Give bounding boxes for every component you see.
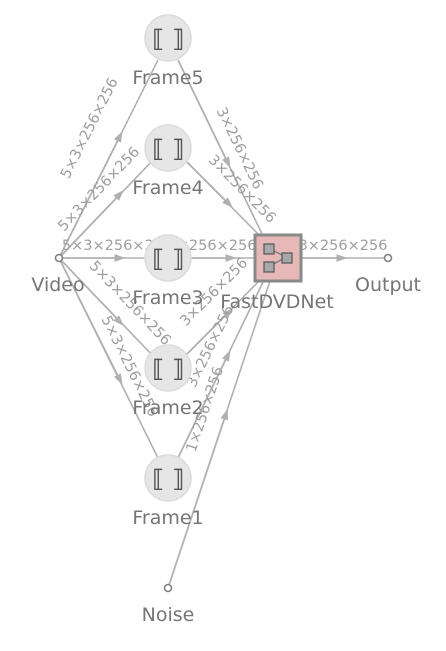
output-port[interactable]: Output [355,253,421,297]
frame5-node[interactable]: ⟦ ⟧ Frame5 [132,14,204,89]
frame-part-icon: ⟦ ⟧ [152,25,184,53]
edge-video-frame5 [58,59,159,259]
edge-label-video-frame3: 5×3×256×256 [62,238,172,254]
frame2-label: Frame2 [132,397,203,419]
frame4-label: Frame4 [132,177,203,199]
output-label: Output [355,274,421,296]
frame1-node[interactable]: ⟦ ⟧ Frame1 [132,454,204,529]
frame3-node[interactable]: ⟦ ⟧ Frame3 [132,234,204,309]
frame2-circle [144,344,192,392]
video-label: Video [31,274,84,296]
network-graph-icon [263,243,293,273]
noise-port[interactable]: Noise [142,583,195,627]
edge-video-frame4 [58,157,156,259]
noise-port-dot [163,583,173,593]
frame-part-icon: ⟦ ⟧ [152,245,184,273]
edge-video-frame1 [58,257,159,459]
frame4-circle [144,124,192,172]
frame3-label: Frame3 [132,287,203,309]
fastdvdnet-box [253,233,303,283]
frame-part-icon: ⟦ ⟧ [152,355,184,383]
noise-label: Noise [142,604,195,626]
edge-frame5-net [177,59,265,239]
video-port-dot [54,253,64,263]
edge-noise-net [167,280,271,589]
edge-video-frame2 [58,257,156,359]
frame3-circle [144,234,192,282]
fastdvdnet-label: FastDVDNet [220,291,333,313]
frame2-node[interactable]: ⟦ ⟧ Frame2 [132,344,204,419]
frame-part-icon: ⟦ ⟧ [152,465,184,493]
frame5-circle [144,14,192,62]
frame1-circle [144,454,192,502]
frame-part-icon: ⟦ ⟧ [152,135,184,163]
edge-frame4-net [182,157,263,239]
edge-frame1-net [177,279,265,459]
video-port[interactable]: Video [31,253,85,297]
edge-frame2-net [182,277,263,359]
frame1-label: Frame1 [132,507,203,529]
frame4-node[interactable]: ⟦ ⟧ Frame4 [132,124,204,199]
edge-label-net-output: 3×256×256 [299,238,388,254]
output-port-dot [383,253,393,263]
frame5-label: Frame5 [132,67,203,89]
fastdvdnet-node[interactable]: FastDVDNet [220,233,334,313]
